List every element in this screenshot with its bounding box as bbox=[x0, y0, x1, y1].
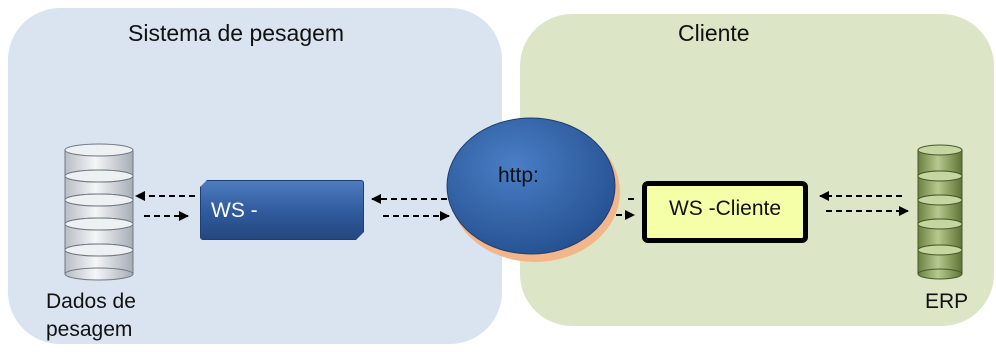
edge-http-ws-client bbox=[616, 198, 635, 220]
http-label: http: bbox=[498, 164, 539, 187]
weighing-database-label-line1: Dados de bbox=[46, 290, 136, 313]
edge-ws-client-erp bbox=[819, 191, 909, 216]
ws-client-box: WS -Cliente bbox=[642, 181, 808, 243]
weighing-database-label: Dados de pesagem bbox=[46, 288, 136, 345]
edge-ws-server-database bbox=[135, 191, 195, 221]
http-node bbox=[446, 117, 620, 262]
ws-server-box: WS - bbox=[200, 180, 364, 240]
ws-server-label: WS - bbox=[211, 199, 258, 222]
weighing-database-icon bbox=[64, 143, 134, 281]
erp-database-label: ERP bbox=[925, 290, 969, 313]
client-title: Cliente bbox=[678, 20, 750, 46]
weighing-system-title: Sistema de pesagem bbox=[128, 20, 345, 46]
ws-client-label: WS -Cliente bbox=[668, 197, 782, 220]
erp-database-icon bbox=[917, 144, 963, 280]
edge-http-ws-server bbox=[371, 194, 450, 221]
weighing-database-label-line2: pesagem bbox=[46, 318, 133, 342]
